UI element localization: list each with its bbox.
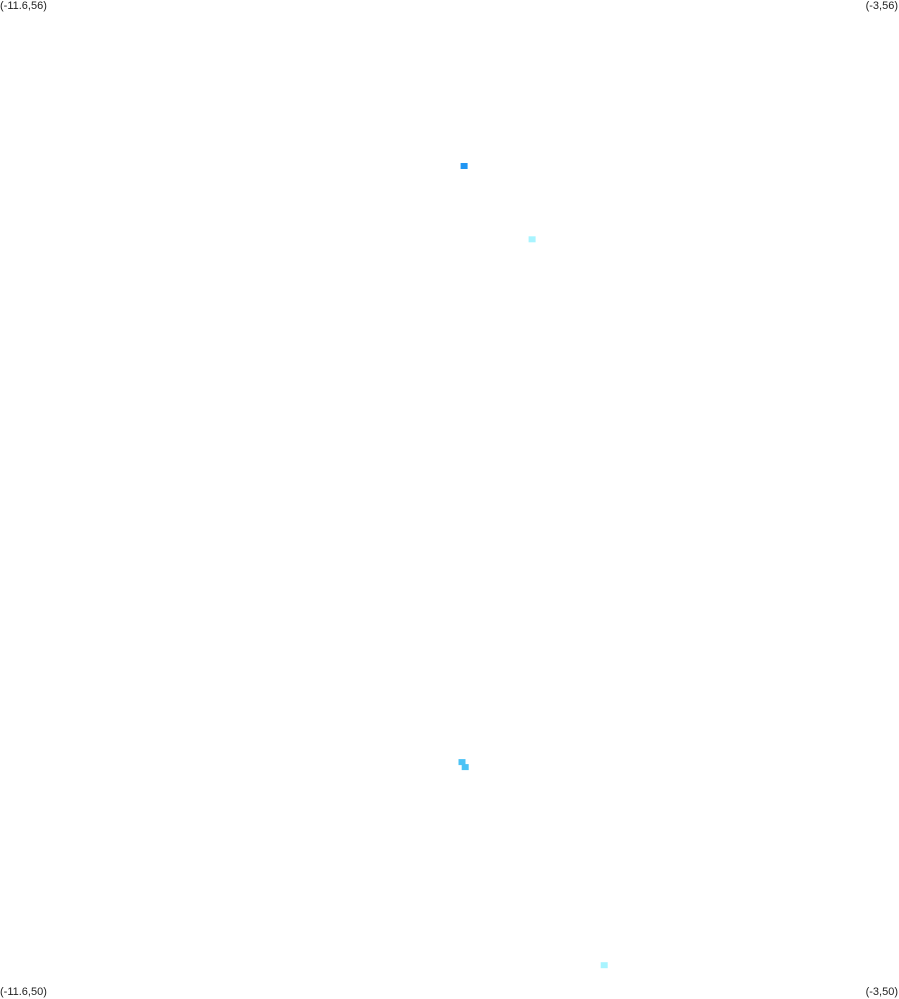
map-point-2 <box>528 236 536 243</box>
corner-coordinate-bottom-left: (-11.6,50) <box>0 986 47 998</box>
map-point-4 <box>461 764 469 771</box>
corner-coordinate-bottom-right: (-3,50) <box>865 986 898 998</box>
corner-coordinate-top-left: (-11.6,56) <box>0 0 47 12</box>
map-point-1 <box>460 163 468 169</box>
corner-coordinate-top-right: (-3,56) <box>865 0 898 12</box>
map-point-3 <box>458 759 466 766</box>
map-point-5 <box>600 962 608 969</box>
